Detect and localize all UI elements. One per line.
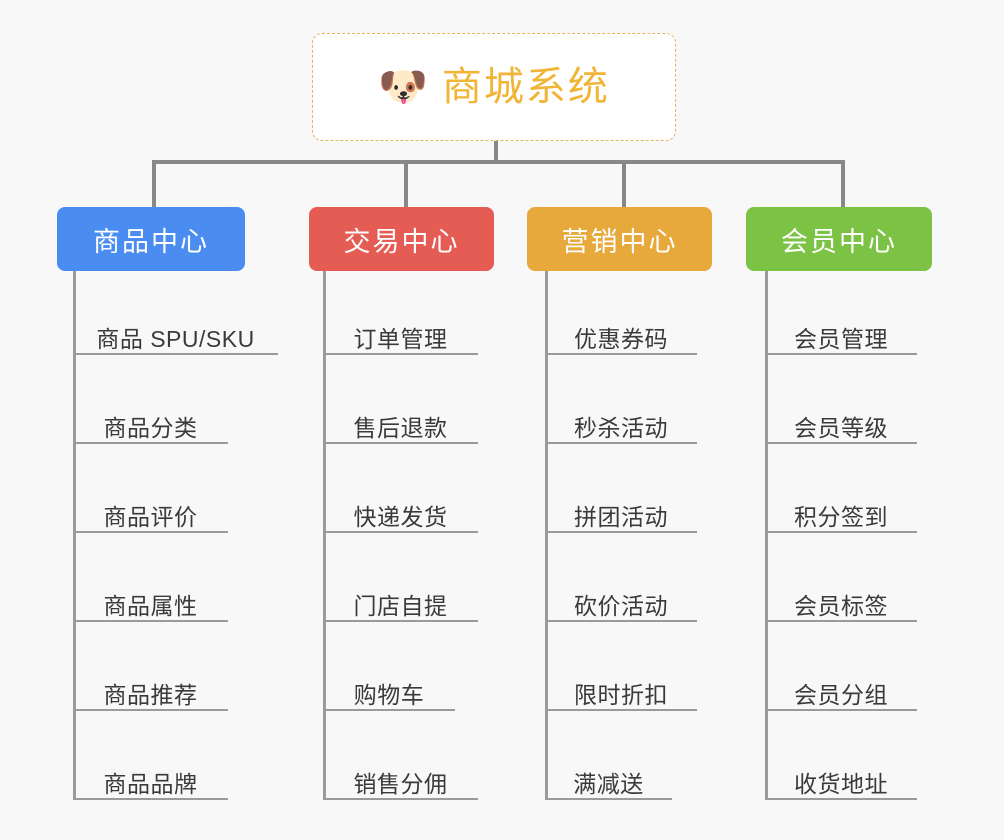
category-box-1[interactable]: 商品中心 — [57, 207, 245, 271]
leaf-item-label: 快递发货 — [353, 504, 448, 530]
category-label: 营销中心 — [561, 226, 678, 257]
leaf-item[interactable]: 会员管理 — [765, 315, 917, 355]
horizontal-bus-line — [152, 160, 845, 164]
leaf-item-label: 收货地址 — [794, 771, 888, 797]
leaf-item-label: 门店自提 — [353, 593, 448, 619]
leaf-item[interactable]: 商品推荐 — [73, 671, 228, 711]
leaf-item-label: 商品品牌 — [103, 771, 198, 797]
leaf-item[interactable]: 销售分佣 — [323, 760, 478, 800]
leaf-item-label: 秒杀活动 — [574, 415, 668, 441]
leaf-item[interactable]: 售后退款 — [323, 404, 478, 444]
root-stem-line — [494, 141, 498, 162]
category-drop-line-3 — [622, 160, 626, 207]
leaf-item[interactable]: 商品分类 — [73, 404, 228, 444]
leaf-item-label: 拼团活动 — [574, 504, 668, 530]
leaf-item-label: 购物车 — [353, 682, 425, 708]
leaf-item[interactable]: 商品 SPU/SKU — [73, 315, 278, 355]
leaf-item-label: 限时折扣 — [574, 682, 668, 708]
category-trunk-line-2 — [323, 271, 326, 800]
category-drop-line-1 — [152, 160, 156, 207]
leaf-item[interactable]: 收货地址 — [765, 760, 917, 800]
leaf-item[interactable]: 限时折扣 — [545, 671, 697, 711]
shiba-dog-icon: 🐶 — [378, 65, 428, 109]
leaf-item[interactable]: 商品品牌 — [73, 760, 228, 800]
leaf-item[interactable]: 订单管理 — [323, 315, 478, 355]
leaf-item[interactable]: 满减送 — [545, 760, 672, 800]
category-label: 会员中心 — [781, 226, 897, 257]
leaf-item[interactable]: 门店自提 — [323, 582, 478, 622]
root-title: 商城系统 — [441, 65, 610, 109]
leaf-item-label: 会员标签 — [794, 593, 888, 619]
leaf-item-label: 商品分类 — [103, 415, 198, 441]
category-box-3[interactable]: 营销中心 — [527, 207, 712, 271]
leaf-item-label: 会员等级 — [794, 415, 888, 441]
category-drop-line-2 — [404, 160, 408, 207]
leaf-item-label: 会员分组 — [794, 682, 888, 708]
category-label: 交易中心 — [343, 226, 460, 257]
leaf-item-label: 砍价活动 — [574, 593, 668, 619]
category-trunk-line-1 — [73, 271, 76, 800]
leaf-item-label: 销售分佣 — [353, 771, 448, 797]
leaf-item[interactable]: 商品评价 — [73, 493, 228, 533]
root-node[interactable]: 🐶 商城系统 — [312, 33, 676, 141]
leaf-item-label: 会员管理 — [794, 326, 888, 352]
leaf-item[interactable]: 会员分组 — [765, 671, 917, 711]
leaf-item-label: 订单管理 — [353, 326, 448, 352]
leaf-item[interactable]: 会员标签 — [765, 582, 917, 622]
category-drop-line-4 — [841, 160, 845, 207]
leaf-item-label: 商品属性 — [103, 593, 198, 619]
category-trunk-line-4 — [765, 271, 768, 800]
leaf-item[interactable]: 拼团活动 — [545, 493, 697, 533]
leaf-item-label: 售后退款 — [353, 415, 448, 441]
leaf-item-label: 商品 SPU/SKU — [96, 326, 255, 352]
leaf-item[interactable]: 砍价活动 — [545, 582, 697, 622]
category-box-2[interactable]: 交易中心 — [309, 207, 494, 271]
category-box-4[interactable]: 会员中心 — [746, 207, 932, 271]
leaf-item-label: 商品推荐 — [103, 682, 198, 708]
leaf-item[interactable]: 秒杀活动 — [545, 404, 697, 444]
leaf-item[interactable]: 会员等级 — [765, 404, 917, 444]
leaf-item[interactable]: 快递发货 — [323, 493, 478, 533]
leaf-item-label: 商品评价 — [103, 504, 198, 530]
category-label: 商品中心 — [93, 226, 209, 257]
leaf-item[interactable]: 商品属性 — [73, 582, 228, 622]
category-trunk-line-3 — [545, 271, 548, 800]
leaf-item[interactable]: 积分签到 — [765, 493, 917, 533]
leaf-item-label: 满减送 — [573, 771, 644, 797]
leaf-item[interactable]: 购物车 — [323, 671, 455, 711]
leaf-item-label: 积分签到 — [794, 504, 888, 530]
leaf-item[interactable]: 优惠券码 — [545, 315, 697, 355]
leaf-item-label: 优惠券码 — [574, 326, 668, 352]
